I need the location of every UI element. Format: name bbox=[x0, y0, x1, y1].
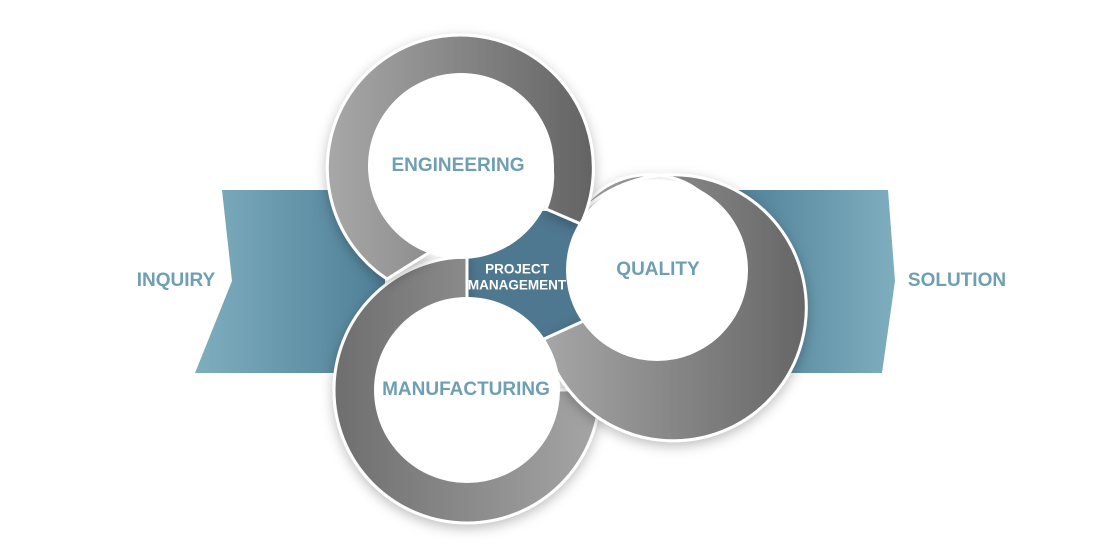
engineering-label: ENGINEERING bbox=[391, 155, 524, 176]
quality-circle bbox=[566, 179, 748, 361]
project-label-line1: PROJECT bbox=[485, 262, 550, 277]
project-label-line2: MANAGEMENT bbox=[468, 278, 567, 293]
manufacturing-label: MANUFACTURING bbox=[382, 379, 550, 400]
quality-label: QUALITY bbox=[616, 259, 700, 280]
inquiry-arrow bbox=[195, 190, 385, 373]
manufacturing-circle bbox=[374, 297, 560, 483]
solution-label: SOLUTION bbox=[908, 270, 1006, 291]
engineering-circle bbox=[368, 73, 554, 259]
inquiry-label: INQUIRY bbox=[137, 270, 216, 291]
